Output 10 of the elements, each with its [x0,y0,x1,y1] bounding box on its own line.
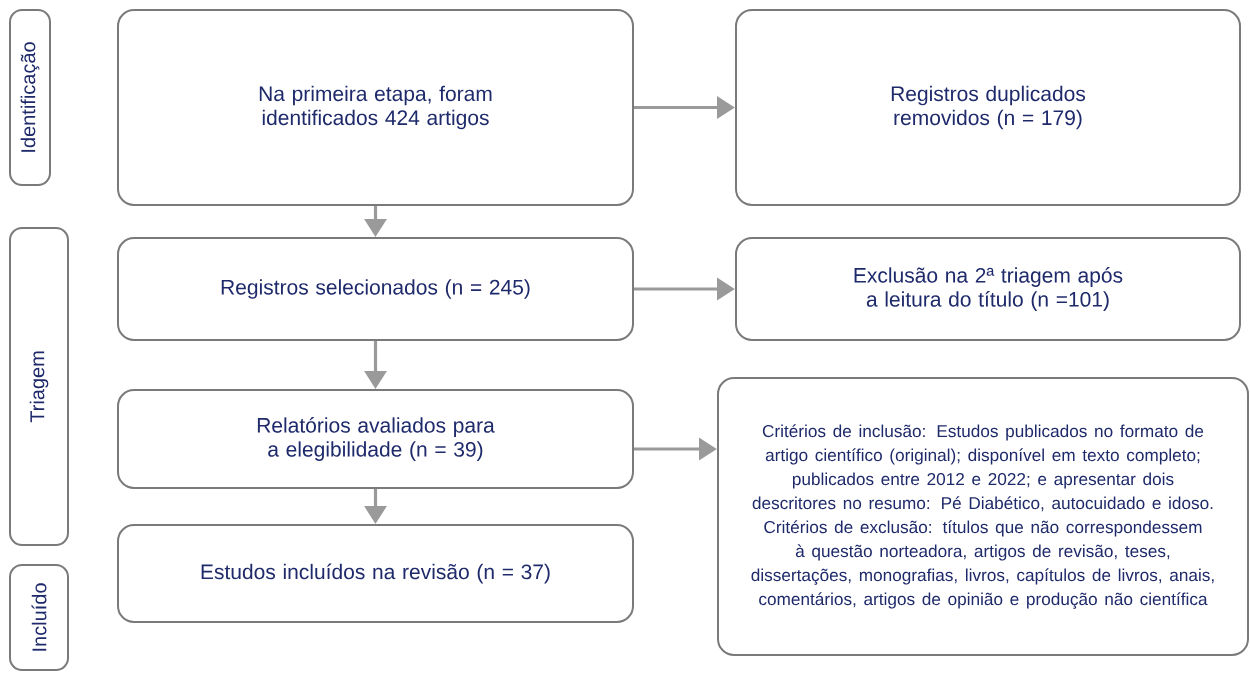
stage-label-band: Incluído [9,564,69,671]
process-box: Estudos incluídos na revisão (n = 37) [117,524,634,623]
process-box: Relatórios avaliados para a elegibilidade (n = 39) [117,389,634,489]
process-box: Registros duplicados removidos (n = 179) [735,9,1241,206]
process-box: Na primeira etapa, foram identificados 424 artigos [117,9,634,206]
stage-label-band: Identificação [9,9,51,186]
process-box: Registros selecionados (n = 245) [117,237,634,341]
stage-label-band: Triagem [9,227,69,546]
process-box: Exclusão na 2ª triagem após a leitura do título (n =101) [735,237,1241,341]
process-box: Critérios de inclusão: Estudos publicados no formato de artigo científico (original); disponível em texto completo; publicados entre 2012 e 2022; e apresentar dois descritores no resumo: Pé Diabético, autocuidado e idoso. Critérios de exclusão: títulos que não correspondessem à questão norteadora, artigos de revisão, teses, dissertações, monografias, livros, capítulos de livros, anais, comentários, artigos de opinião e produção não científica [717,377,1249,656]
